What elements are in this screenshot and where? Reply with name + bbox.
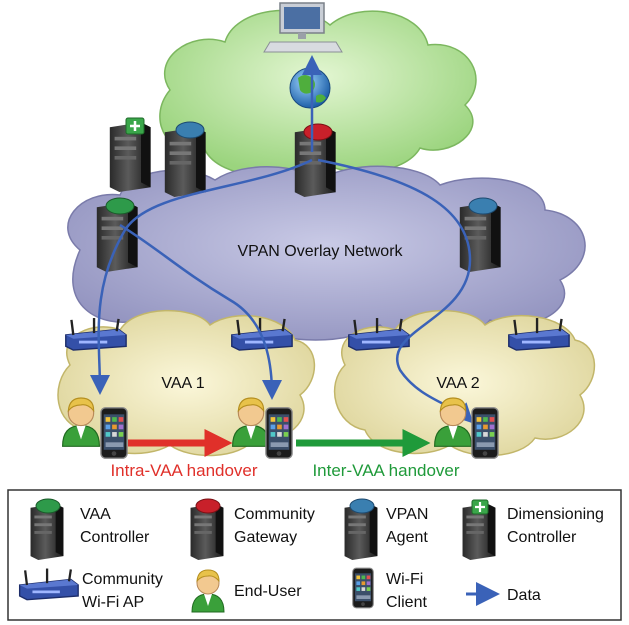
legend-dimensioning-controller-label: Dimensioning Controller bbox=[507, 506, 608, 546]
legend-wifi-client-label: Wi-Fi Client bbox=[386, 571, 428, 611]
vpan-agent-server-top bbox=[164, 121, 206, 197]
computer-icon bbox=[263, 2, 343, 53]
dimensioning-controller-server bbox=[109, 117, 151, 192]
data-arrow-user3 bbox=[317, 158, 474, 424]
legend: VAA Controller Community Gateway VPAN Ag… bbox=[7, 489, 622, 621]
globe-icon bbox=[289, 67, 331, 109]
inter-handover-label: Inter-VAA handover bbox=[312, 461, 459, 480]
vaa1-label: VAA 1 bbox=[161, 375, 204, 392]
legend-dimensioning-controller-icon bbox=[462, 499, 496, 560]
vaa2-label: VAA 2 bbox=[436, 375, 479, 392]
legend-vpan-agent-icon bbox=[344, 498, 378, 560]
legend-vaa-controller-label: VAA Controller bbox=[80, 506, 150, 546]
wifi-client-3 bbox=[471, 407, 499, 459]
legend-vpan-agent-label: VPAN Agent bbox=[386, 506, 433, 546]
community-gateway-server bbox=[294, 123, 336, 197]
wifi-client-1 bbox=[100, 407, 128, 459]
vaa-controller-server bbox=[96, 197, 138, 272]
legend-box bbox=[7, 489, 622, 621]
legend-wifi-client-icon bbox=[352, 567, 374, 609]
overlay-network-label: VPAN Overlay Network bbox=[237, 243, 403, 260]
legend-data-label: Data bbox=[507, 587, 541, 604]
legend-community-gateway-icon bbox=[190, 498, 224, 560]
data-arrow-user1 bbox=[89, 158, 313, 395]
router-1 bbox=[64, 318, 128, 352]
legend-community-gateway-label: Community Gateway bbox=[234, 506, 319, 546]
data-arrow-user2 bbox=[119, 223, 282, 400]
wifi-client-2 bbox=[265, 407, 293, 459]
intra-handover-label: Intra-VAA handover bbox=[110, 461, 257, 480]
legend-end-user-label: End-User bbox=[234, 583, 302, 600]
legend-vaa-controller-icon bbox=[30, 498, 64, 560]
legend-community-ap-label: Community Wi-Fi AP bbox=[82, 571, 167, 611]
data-flows bbox=[89, 55, 474, 424]
vpan-agent-server-right bbox=[459, 197, 501, 272]
